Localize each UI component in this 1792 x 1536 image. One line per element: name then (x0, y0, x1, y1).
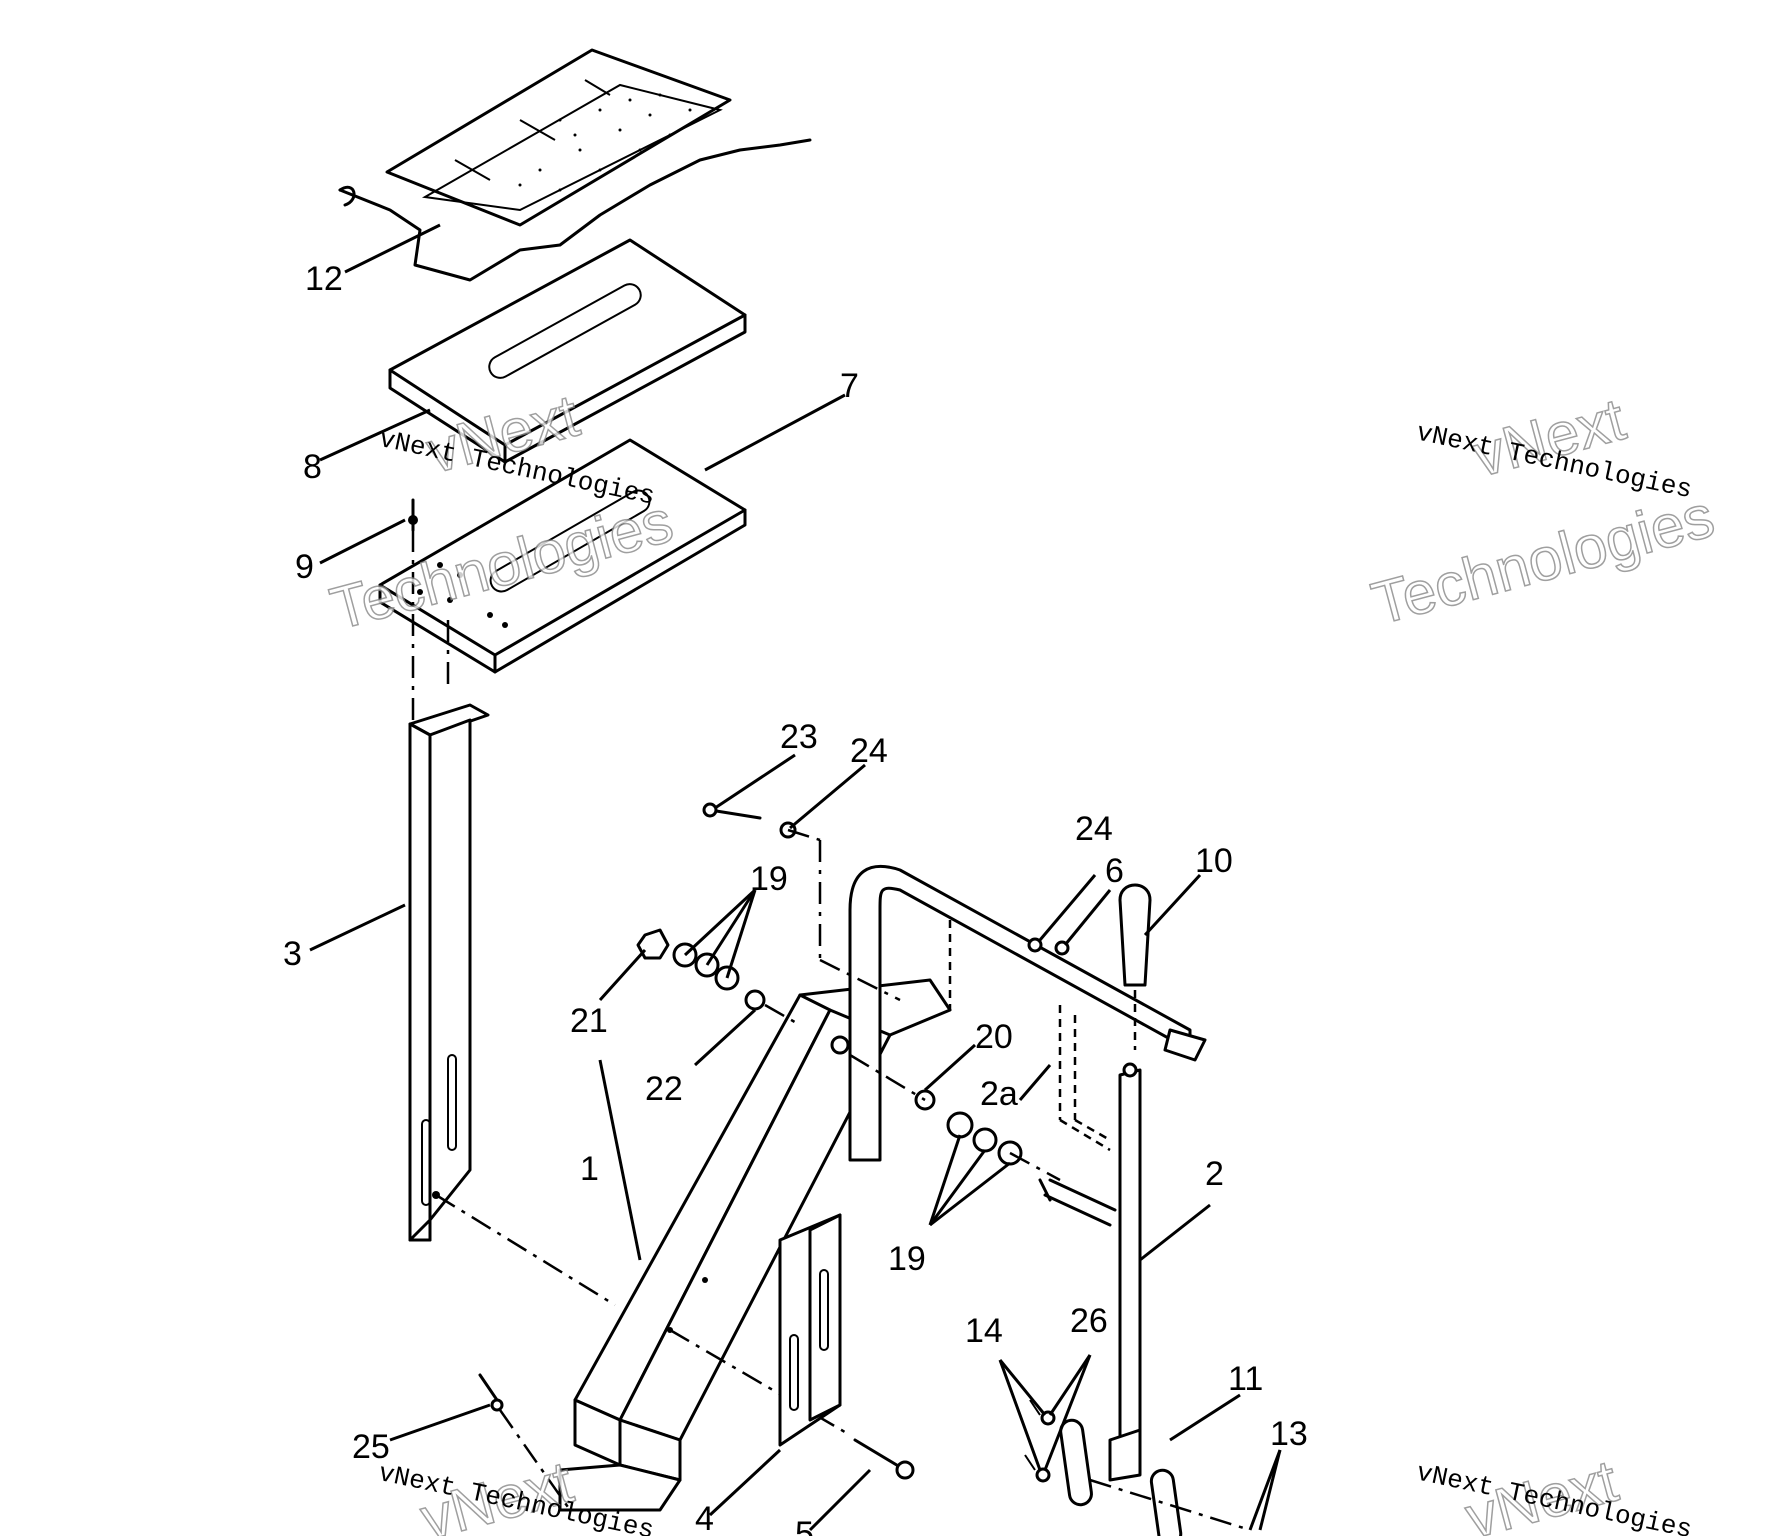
label-4: 4 (695, 1500, 714, 1536)
label-9: 9 (295, 548, 314, 586)
label-7: 7 (840, 367, 859, 405)
part-8-slotted-plate (388, 238, 747, 464)
part-12-table-insert (338, 48, 812, 282)
label-23: 23 (780, 718, 818, 756)
part-7-mounting-plate (378, 438, 747, 674)
part-labels: 12 8 7 9 3 23 24 19 21 22 20 2a 19 24 6 … (283, 260, 1308, 1536)
part-2a-stud (1038, 1178, 1117, 1227)
label-14: 14 (965, 1312, 1003, 1350)
label-24-top: 24 (850, 732, 888, 770)
label-1: 1 (580, 1150, 599, 1188)
label-19-top: 19 (750, 860, 788, 898)
label-12: 12 (305, 260, 343, 298)
part-4-bracket (778, 1213, 842, 1447)
hardware-washers (478, 802, 1251, 1536)
leader-lines (309, 223, 1282, 1532)
label-22: 22 (645, 1070, 683, 1108)
label-5: 5 (795, 1515, 814, 1536)
label-3: 3 (283, 935, 302, 973)
label-20: 20 (975, 1018, 1013, 1056)
label-19-bottom: 19 (888, 1240, 926, 1278)
label-6: 6 (1105, 852, 1124, 890)
part-3-support-leg (408, 703, 616, 1307)
watermark-top-right: vNext Technologies vNext Technologies (1364, 384, 1721, 638)
watermark-big-bottom: Technologies (1365, 482, 1721, 637)
label-25: 25 (352, 1428, 390, 1466)
label-26: 26 (1070, 1302, 1108, 1340)
label-11: 11 (1228, 1360, 1263, 1398)
watermark-bottom-right: vNext vNext Technologies (1414, 1446, 1695, 1536)
label-10: 10 (1195, 842, 1233, 880)
part-9-screw (408, 498, 450, 720)
label-13: 13 (1270, 1415, 1308, 1453)
part-2-vertical-rod (1108, 1062, 1142, 1482)
label-8: 8 (303, 448, 322, 486)
part-2-handle-tube (818, 840, 1207, 1162)
label-24-right: 24 (1075, 810, 1113, 848)
label-2: 2 (1205, 1155, 1224, 1193)
label-2a: 2a (980, 1075, 1018, 1113)
watermark-bottom-left: vNext vNext Technologies (376, 1447, 657, 1536)
part-10-knob (1118, 883, 1152, 1050)
part-1-main-arm (558, 978, 952, 1512)
part-5-bolt (853, 1438, 915, 1480)
label-21: 21 (570, 1002, 608, 1040)
